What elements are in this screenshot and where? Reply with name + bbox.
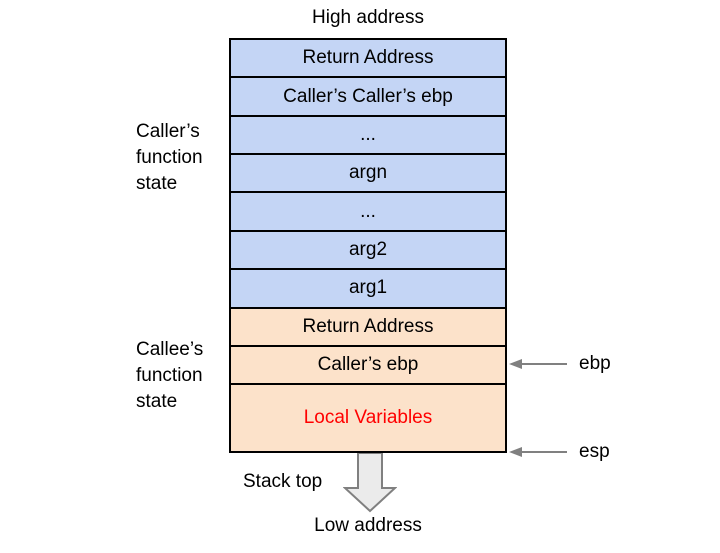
esp-pointer-annotation: esp [507,441,610,463]
stack-cell-ellipsis-upper: ... [231,116,505,156]
stack-cell-caller-return-address: Return Address [231,40,505,79]
esp-arrow-icon [509,447,567,457]
stack-cell-callers-callers-ebp: Caller’s Caller’s ebp [231,78,505,117]
caller-label-line-3: state [136,173,178,194]
ebp-pointer-annotation: ebp [507,353,611,375]
stack-frame-box: Return Address Caller’s Caller’s ebp ...… [229,38,507,453]
stack-cell-local-variables: Local Variables [231,385,505,452]
callee-label-line-1: Callee’s [136,339,204,360]
callee-function-state-label: Callee’s function state [136,337,231,415]
caller-label-line-2: function [136,147,203,168]
stack-cell-arg1: arg1 [231,270,505,309]
ebp-label: ebp [579,353,611,374]
ebp-arrow-icon [509,359,567,369]
high-address-label: High address [312,7,424,28]
stack-growth-arrow-icon [343,453,397,513]
callee-label-line-3: state [136,391,178,412]
low-address-label: Low address [314,515,422,536]
caller-label-line-1: Caller’s [136,121,200,142]
stack-cell-callee-return-address: Return Address [231,308,505,347]
stack-top-label: Stack top [243,471,323,492]
caller-function-state-label: Caller’s function state [136,119,231,197]
callee-label-line-2: function [136,365,203,386]
stack-cell-arg2: arg2 [231,231,505,271]
stack-cell-argn: argn [231,155,505,194]
stack-cell-callers-ebp: Caller’s ebp [231,346,505,386]
stack-cell-ellipsis-lower: ... [231,193,505,232]
esp-label: esp [579,441,610,462]
